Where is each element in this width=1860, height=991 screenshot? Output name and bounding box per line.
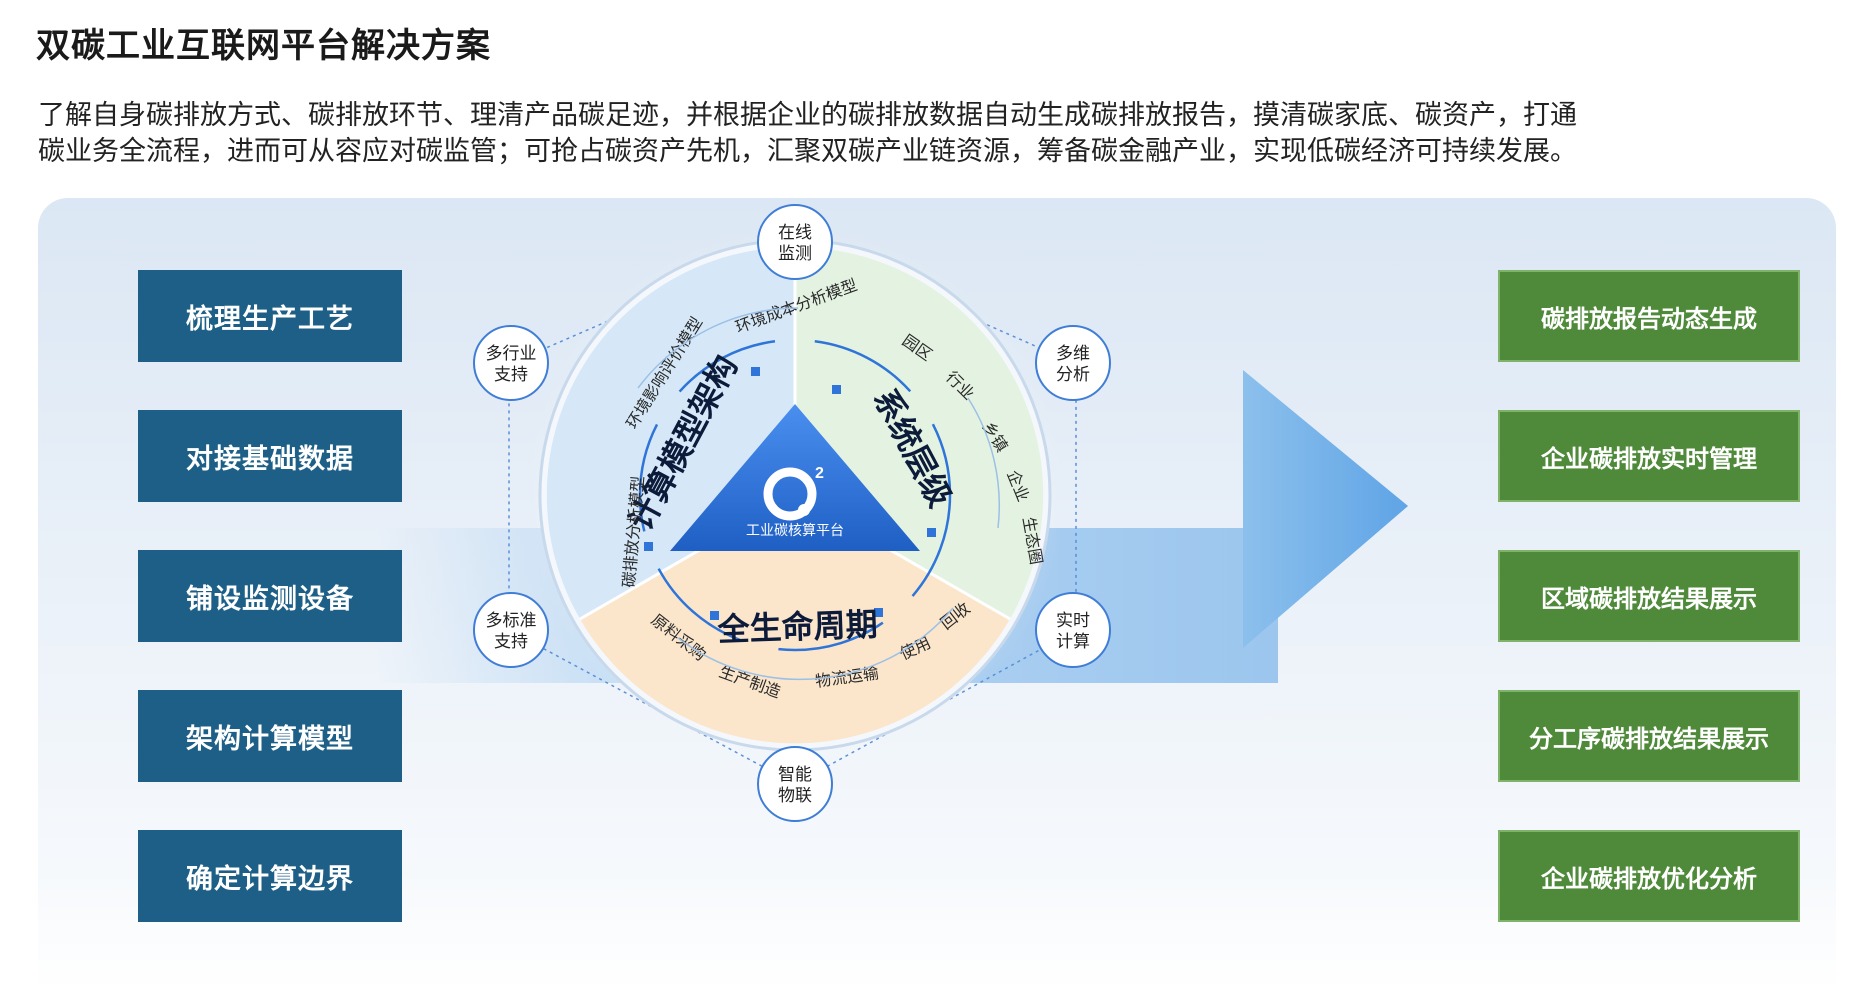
inner-cycle-ring bbox=[638, 338, 952, 652]
svg-text:分析: 分析 bbox=[1056, 365, 1090, 385]
page-title: 双碳工业互联网平台解决方案 bbox=[36, 26, 491, 66]
cycle-node bbox=[644, 542, 653, 551]
step-box-3: 铺设监测设备 bbox=[138, 550, 402, 642]
sector-title-lifecycle: 全生命周期 bbox=[716, 605, 878, 649]
system-flow-arc bbox=[967, 397, 1001, 529]
svg-text:在线: 在线 bbox=[778, 223, 812, 243]
center-logo-sup: 2 bbox=[815, 465, 824, 482]
output-box-2: 企业碳排放实时管理 bbox=[1498, 410, 1800, 502]
flow-arrow-head bbox=[1243, 370, 1408, 648]
cycle-node bbox=[927, 528, 936, 537]
output-box-1: 碳排放报告动态生成 bbox=[1498, 270, 1800, 362]
node-lower-right: 实时 计算 bbox=[1035, 592, 1111, 668]
svg-text:支持: 支持 bbox=[494, 365, 528, 385]
cycle-node bbox=[710, 611, 719, 620]
hub-diagram: 2 工业碳核算平台 计算模型架构 系统层级 全生命周期 环境成本分析模型 环境影… bbox=[473, 204, 1408, 822]
node-top: 在线 监测 bbox=[757, 204, 833, 280]
intro-line-2: 碳业务全流程，进而可从容应对碳监管；可抢占碳资产先机，汇聚双碳产业链资源，筹备碳… bbox=[38, 136, 1577, 167]
svg-text:支持: 支持 bbox=[494, 632, 528, 652]
svg-text:计算: 计算 bbox=[1056, 632, 1090, 652]
lifecycle-flow-arc bbox=[677, 607, 954, 681]
node-bottom: 智能 物联 bbox=[757, 746, 833, 822]
cycle-node bbox=[832, 385, 841, 394]
step-box-2: 对接基础数据 bbox=[138, 410, 402, 502]
node-lower-left: 多标准 支持 bbox=[473, 592, 549, 668]
intro-line-1: 了解自身碳排放方式、碳排放环节、理清产品碳足迹，并根据企业的碳排放数据自动生成碳… bbox=[38, 100, 1577, 131]
node-upper-right: 多维 分析 bbox=[1035, 325, 1111, 401]
step-box-5: 确定计算边界 bbox=[138, 830, 402, 922]
compute-flow-arc bbox=[637, 307, 799, 389]
svg-text:物联: 物联 bbox=[778, 786, 812, 806]
svg-text:多维: 多维 bbox=[1056, 344, 1090, 364]
intro-paragraph: 了解自身碳排放方式、碳排放环节、理清产品碳足迹，并根据企业的碳排放数据自动生成碳… bbox=[38, 98, 1838, 170]
svg-text:智能: 智能 bbox=[778, 765, 812, 785]
output-box-5: 企业碳排放优化分析 bbox=[1498, 830, 1800, 922]
svg-text:实时: 实时 bbox=[1056, 611, 1090, 631]
center-triangle bbox=[670, 404, 920, 551]
node-upper-left: 多行业 支持 bbox=[473, 325, 549, 401]
output-box-4: 分工序碳排放结果展示 bbox=[1498, 690, 1800, 782]
cycle-node bbox=[874, 608, 883, 617]
cycle-node bbox=[751, 367, 760, 376]
svg-text:多行业: 多行业 bbox=[486, 344, 537, 364]
svg-text:多标准: 多标准 bbox=[486, 611, 537, 631]
center-label: 工业碳核算平台 bbox=[746, 523, 844, 539]
diagram-panel: 2 工业碳核算平台 计算模型架构 系统层级 全生命周期 环境成本分析模型 环境影… bbox=[38, 198, 1836, 991]
svg-text:监测: 监测 bbox=[778, 244, 812, 264]
output-box-3: 区域碳排放结果展示 bbox=[1498, 550, 1800, 642]
step-box-4: 架构计算模型 bbox=[138, 690, 402, 782]
center-logo-icon bbox=[763, 467, 817, 521]
step-box-1: 梳理生产工艺 bbox=[138, 270, 402, 362]
